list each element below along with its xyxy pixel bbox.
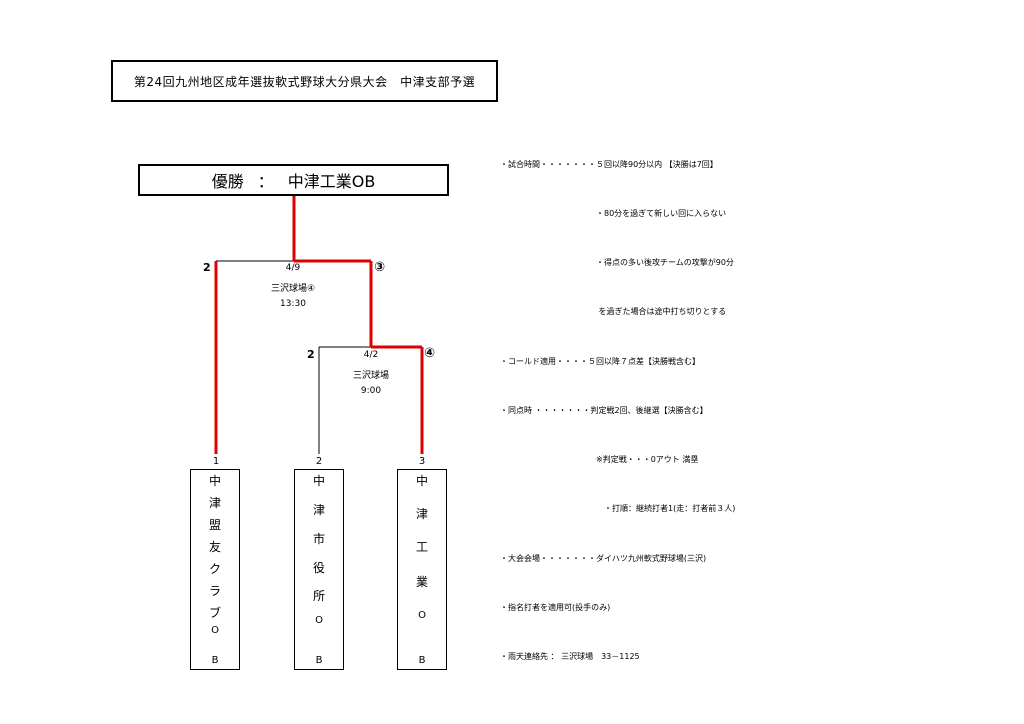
note-line: を過ぎた場合は途中打ち切りとする	[500, 307, 727, 317]
team-name-char: 盟	[208, 518, 221, 532]
champion-label: 優勝	[211, 172, 244, 191]
match-semi-game-number: ④	[424, 346, 436, 361]
note-line: ※判定戦・・・0アウト 満塁	[500, 455, 699, 465]
team-name-char: 友	[208, 540, 221, 554]
match-semi-venue: 三沢球場	[352, 371, 389, 381]
team-name-char: 津	[208, 496, 221, 510]
team-name-char: 中	[312, 474, 325, 488]
team-name-char: 中	[208, 474, 221, 488]
match-final-venue: 三沢球場④	[270, 284, 316, 294]
note-line: ・得点の多い後攻チームの攻撃が90分	[500, 258, 734, 268]
team-seed: 3	[418, 456, 426, 467]
note-line: ・80分を過ぎて新しい回に入らない	[500, 209, 727, 219]
team-name-char: ブ	[208, 606, 221, 620]
champion-box: 優勝 ： 中津工業OB	[138, 164, 449, 196]
team-seed: 1	[212, 456, 220, 467]
team-name-char: 所	[312, 589, 325, 603]
team-seed: 2	[315, 456, 323, 467]
rules-notes: ・試合時間・・・・・・・５回以降90分以内 【決勝は7回】 ・80分を過ぎて新し…	[500, 124, 735, 682]
team-name-char: 役	[312, 561, 325, 575]
team-name-char: B	[418, 655, 426, 666]
team-name-char: 津	[312, 503, 325, 517]
note-line: ・雨天連絡先 ： 三沢球場 33－1125	[500, 652, 640, 661]
note-line: ・打順：継続打者1(走：打者前３人)	[500, 504, 736, 514]
match-final-date: 4/9	[285, 263, 301, 273]
match-final-time: 13:30	[280, 299, 306, 309]
match-final-game-number: ③	[374, 260, 386, 275]
tournament-title: 第24回九州地区成年選抜軟式野球大分県大会 中津支部予選	[111, 60, 498, 102]
team-name-char: 工	[415, 540, 428, 554]
team-box-3: 中 津 工 業 O B	[397, 469, 447, 670]
match-final-left-score: 2	[203, 261, 211, 274]
match-semi-left-score: 2	[307, 348, 315, 361]
note-line: ・同点時 ・・・・・・・判定戦2回、後継選【決勝含む】	[500, 405, 708, 415]
team-name-char: ラ	[208, 584, 221, 598]
team-name-char: O	[418, 610, 426, 621]
team-name-char: 業	[415, 575, 428, 589]
match-semi-date: 4/2	[363, 350, 379, 360]
team-box-2: 中 津 市 役 所 O B	[294, 469, 344, 670]
winner-path	[214, 196, 424, 454]
note-line: ・指名打者を適用可(投手のみ)	[500, 602, 611, 612]
team-name-char: 中	[415, 474, 428, 488]
team-name-char: O	[211, 625, 219, 636]
team-name-char: ク	[208, 562, 221, 576]
note-line: ・コールド適用・・・・５回以降７点差【決勝戦含む】	[500, 356, 700, 366]
champion-separator: ：	[257, 172, 274, 191]
match-semi-time: 9:00	[360, 386, 382, 396]
note-line: ・試合時間・・・・・・・５回以降90分以内 【決勝は7回】	[500, 159, 718, 169]
team-name-char: B	[315, 655, 323, 666]
note-line: ・大会会場・・・・・・・ダイハツ九州軟式野球場(三沢)	[500, 553, 707, 563]
team-name-char: 市	[312, 532, 325, 546]
team-name-char: 津	[415, 507, 428, 521]
team-name-char: B	[211, 655, 219, 666]
team-box-1: 中 津 盟 友 ク ラ ブ O B	[190, 469, 240, 670]
team-name-char: O	[315, 615, 323, 626]
champion-team: 中津工業OB	[287, 172, 376, 191]
